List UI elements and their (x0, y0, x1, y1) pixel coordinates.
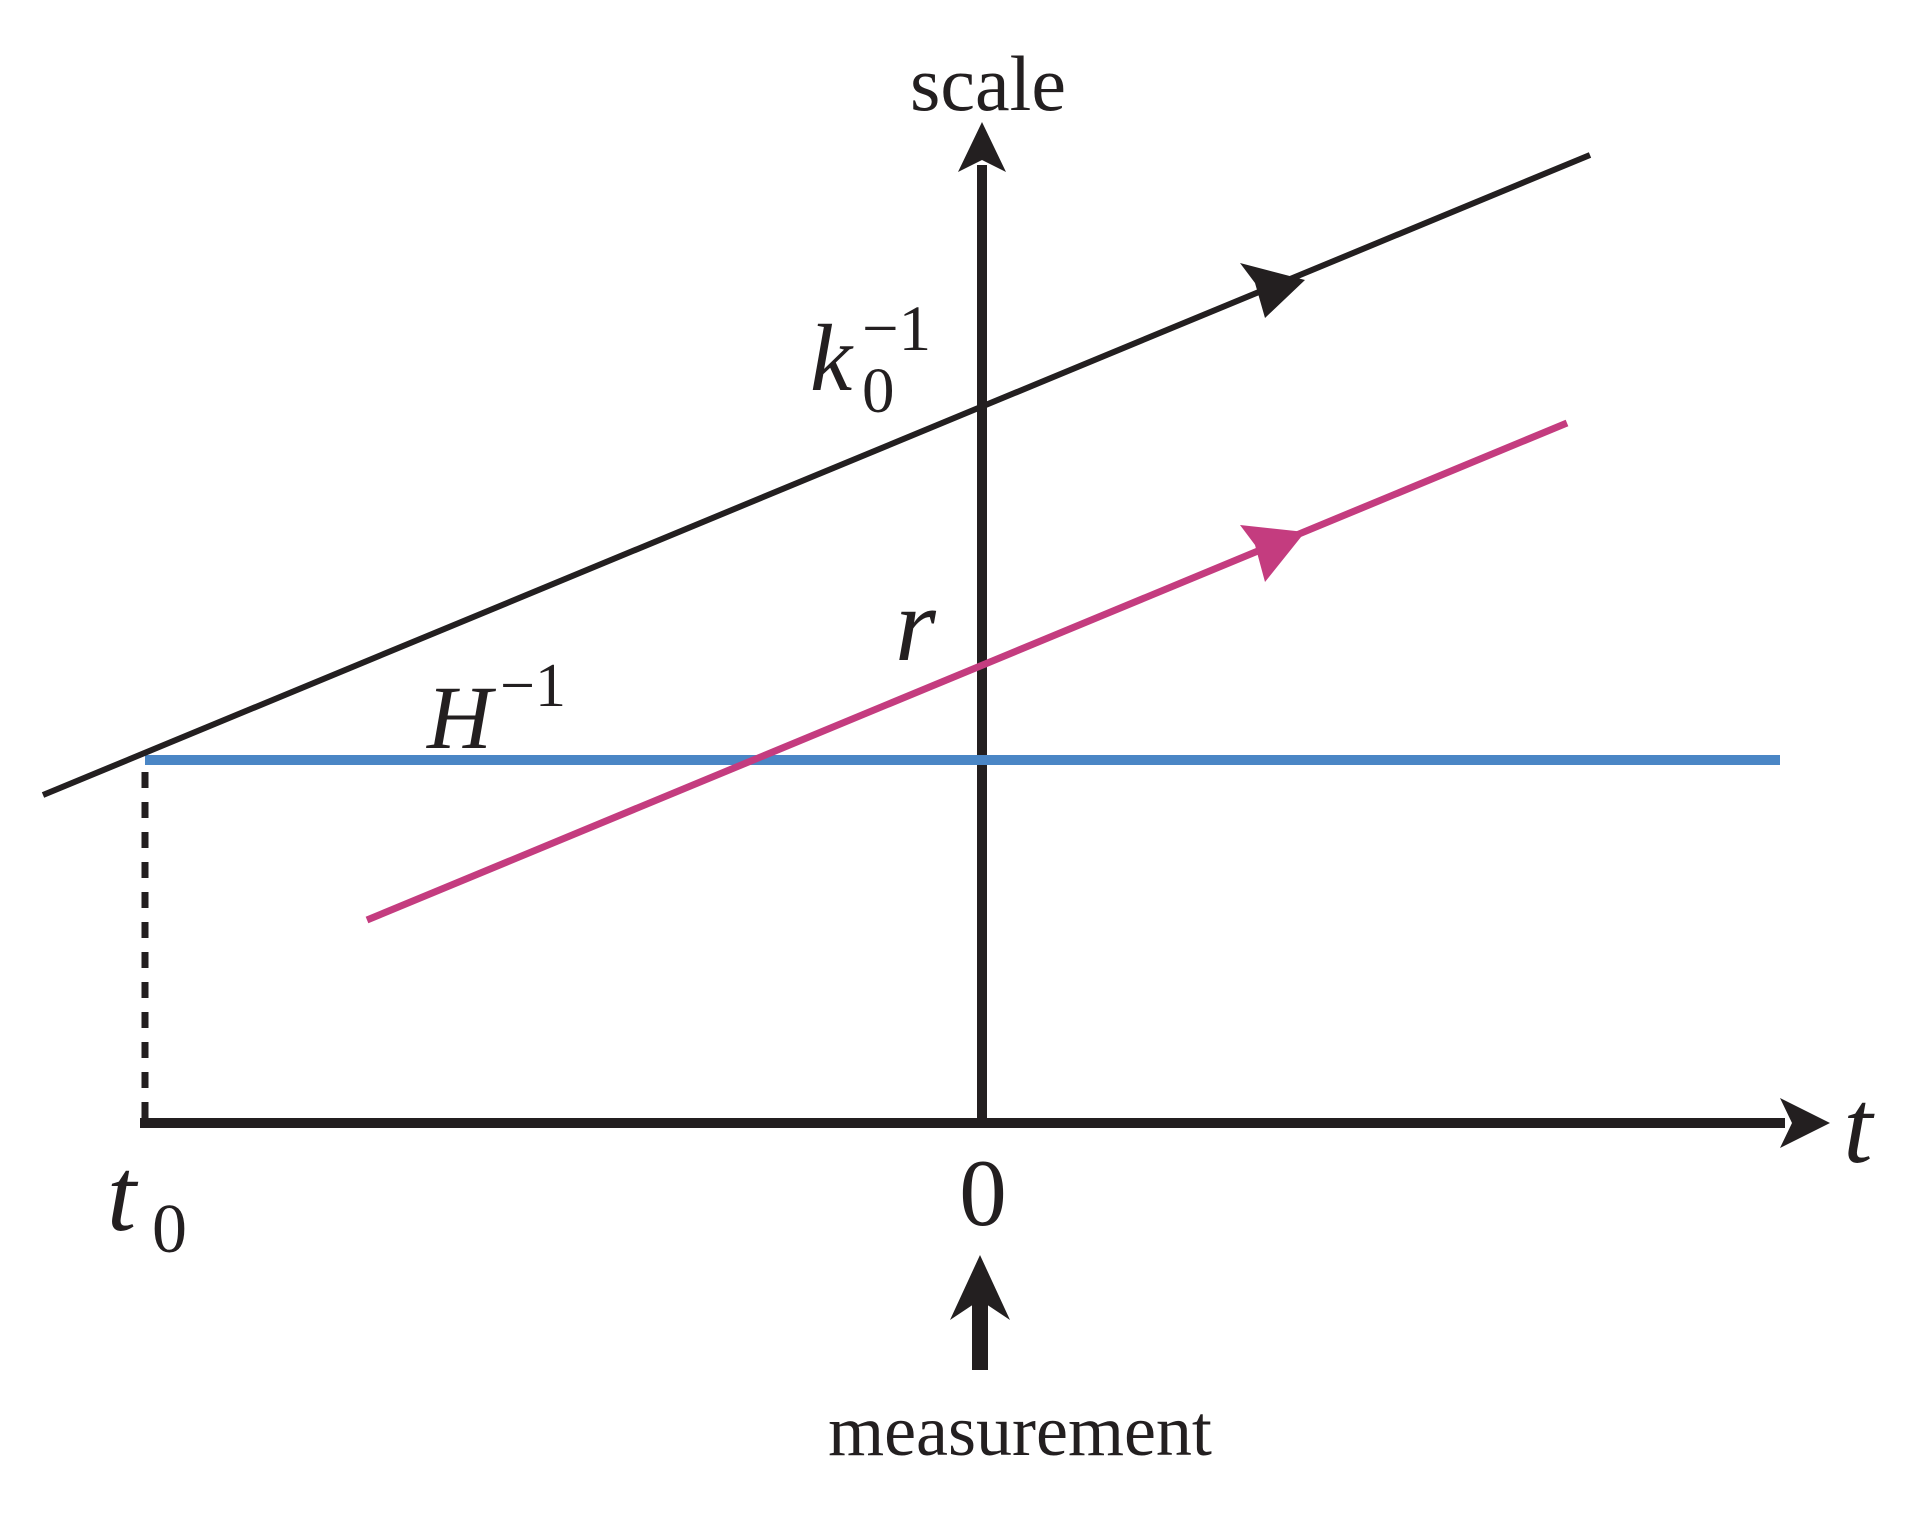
origin-label: 0 (959, 1140, 1007, 1246)
r-line (365, 419, 1569, 924)
y-axis-label: scale (910, 40, 1066, 127)
k0-subscript: 0 (862, 355, 895, 427)
measurement-label: measurement (828, 1391, 1212, 1471)
measurement-arrowhead (950, 1255, 1010, 1320)
r-arrowhead (1240, 525, 1305, 582)
r-label: r (895, 566, 937, 683)
t0-subscript: 0 (152, 1191, 187, 1268)
hubble-superscript: −1 (500, 652, 566, 720)
hubble-label: H (426, 669, 497, 768)
k0-superscript: −1 (862, 293, 931, 365)
t0-label: t (107, 1136, 139, 1253)
x-axis-arrowhead (1780, 1098, 1830, 1148)
x-axis-label: t (1843, 1068, 1875, 1185)
k0-inverse-line (41, 152, 1592, 798)
k0-label: k (810, 305, 854, 411)
k0-inverse-arrowhead (1240, 263, 1305, 318)
y-axis-arrowhead (958, 122, 1006, 172)
